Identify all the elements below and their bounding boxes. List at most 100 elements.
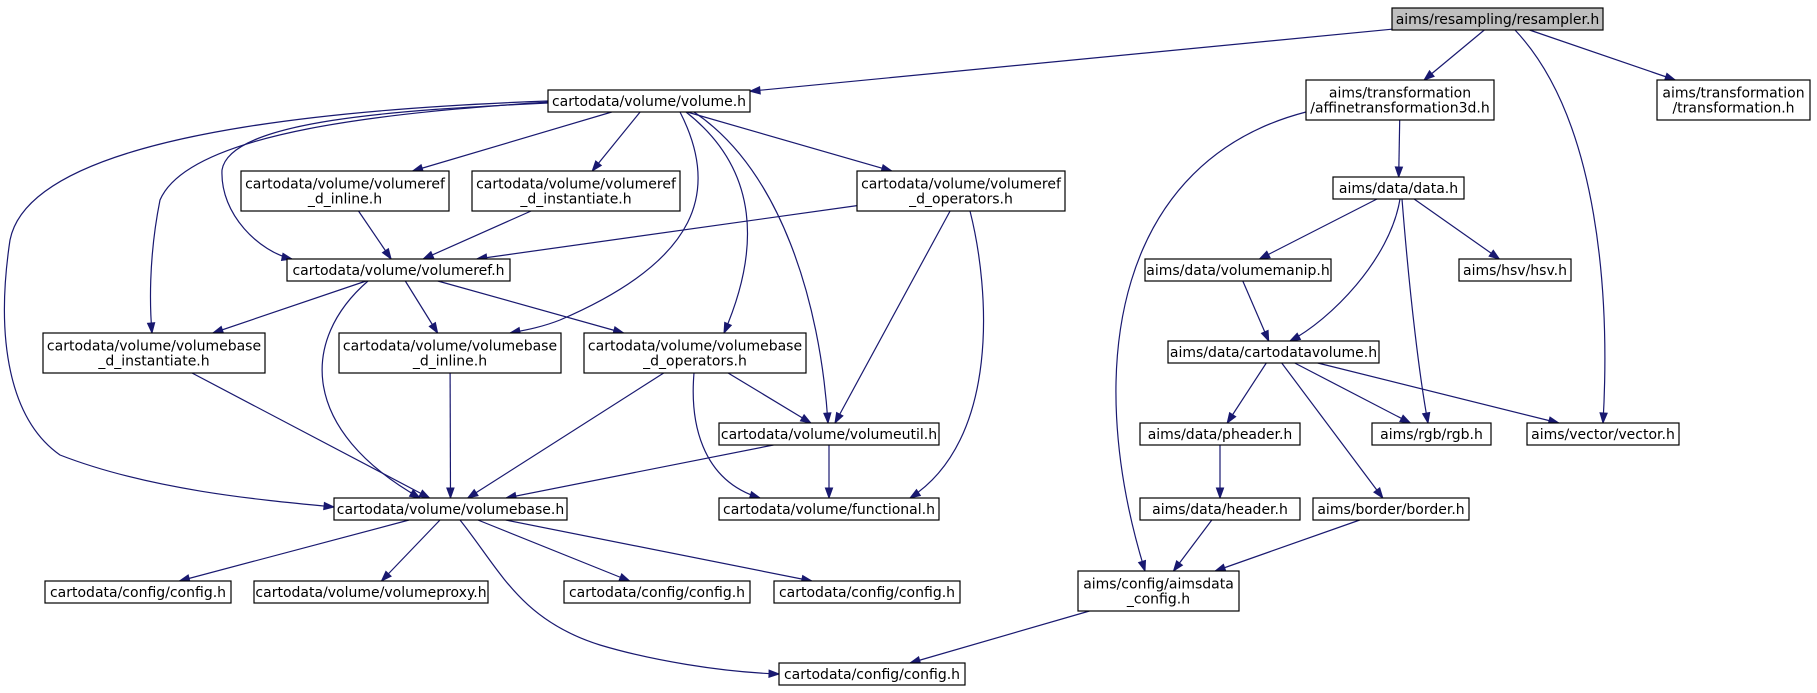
node-aimsdata-config[interactable]: aims/config/aimsdata_config.h [1077,570,1240,612]
edge-line [459,519,780,675]
edge-line [1289,198,1401,342]
arrowhead [418,489,431,499]
node-box [1458,258,1572,282]
node-volume[interactable]: cartodata/volume/volume.h [547,89,751,113]
node-label: aims/data/data.h [1339,181,1458,197]
edge-line [1401,198,1429,424]
node-label: aims/data/header.h [1152,502,1288,518]
node-label: cartodata/config/config.h [50,585,226,601]
arrowhead [1663,72,1677,81]
node-label: cartodata/volume/volumebase [588,339,802,355]
node-config2[interactable]: cartodata/config/config.h [563,580,751,604]
node-hsv[interactable]: aims/hsv/hsv.h [1458,258,1572,282]
node-cartodatavolume[interactable]: aims/data/cartodatavolume.h [1167,340,1380,364]
arrowhead [908,488,922,499]
node-label: _config.h [1126,592,1190,608]
node-label: aims/data/volumemanip.h [1146,263,1329,279]
node-vref-ops[interactable]: cartodata/volume/volumeref_d_operators.h [856,170,1066,212]
node-box [471,170,681,212]
node-functional[interactable]: cartodata/volume/functional.h [718,497,940,521]
edge-line [191,372,430,499]
edge-line [1242,280,1270,342]
edge-volume-to-vb_ops [685,111,749,335]
edge-line [1259,198,1378,260]
edge-resampler-to-volume [748,28,1393,95]
node-vref-inline[interactable]: cartodata/volume/volumeref_d_inline.h [240,170,450,212]
node-box [1371,422,1492,446]
node-label: _d_inline.h [307,192,382,208]
edge-data-to-rgb [1401,198,1431,425]
node-volumeproxy[interactable]: cartodata/volume/volumeproxy.h [253,580,489,604]
edge-volumebase-to-volumeproxy [380,519,441,583]
edge-line [749,28,1393,92]
arrowhead [1599,412,1608,425]
node-affine[interactable]: aims/transformation/affinetransformation… [1305,79,1495,121]
node-label: aims/hsv/hsv.h [1463,263,1567,279]
arrowhead [1215,487,1225,500]
node-box [563,580,751,604]
edge-line [3,100,549,508]
node-volumemanip[interactable]: aims/data/volumemanip.h [1144,258,1332,282]
node-config3[interactable]: cartodata/config/config.h [773,580,961,604]
node-label: cartodata/volume/volumeproxy.h [255,585,486,601]
node-vb-inline[interactable]: cartodata/volume/volumebase_d_inline.h [338,332,562,374]
node-label: _d_inline.h [412,354,487,370]
node-label: /affinetransformation3d.h [1310,101,1489,117]
node-data[interactable]: aims/data/data.h [1332,176,1465,200]
edge-line [1115,111,1307,572]
edge-resampler-to-transformation [1529,29,1677,81]
node-vb-inst[interactable]: cartodata/volume/volumebase_d_instantiat… [42,332,266,374]
node-vector[interactable]: aims/vector/vector.h [1526,422,1680,446]
edge-volume-to-volumeutil [693,111,832,425]
edge-volumeref-to-vb_ops [437,280,626,335]
arrowhead [446,487,455,500]
edge-line [505,444,774,499]
node-border[interactable]: aims/border/border.h [1312,497,1470,521]
edge-line [909,210,985,499]
edge-volumeutil-to-functional [824,445,834,500]
node-vb-ops[interactable]: cartodata/volume/volumebase_d_operators.… [583,332,807,374]
edge-border-to-aimsdata_config [1213,519,1360,572]
node-pheader[interactable]: aims/data/pheader.h [1139,422,1301,446]
nodes-layer: aims/resampling/resampler.h cartodata/vol… [42,7,1811,686]
node-config4[interactable]: cartodata/config/config.h [778,662,966,686]
edge-volumemanip-to-cartodatavolume [1242,280,1270,343]
arrowhead [323,501,336,511]
node-volumeutil[interactable]: cartodata/volume/volumeutil.h [718,422,940,446]
edge-line [727,372,812,424]
node-box [42,332,266,374]
node-box [1167,340,1380,364]
node-label: cartodata/config/config.h [779,585,955,601]
node-label: cartodata/volume/volume.h [552,94,746,110]
edge-vref_ops-to-functional [908,210,985,499]
node-volumebase[interactable]: cartodata/volume/volumebase.h [333,497,568,521]
node-label: cartodata/volume/volumeref.h [292,263,504,279]
node-box [333,497,568,521]
edge-line [1294,362,1411,424]
arrowhead [380,570,392,583]
edge-line [686,111,892,172]
edge-volumebase-to-config3 [505,519,814,584]
node-volumeref[interactable]: cartodata/volume/volumeref.h [286,258,511,282]
edge-line [1423,29,1485,81]
node-transformation[interactable]: aims/transformation/transformation.h [1656,79,1811,121]
node-rgb[interactable]: aims/rgb/rgb.h [1371,422,1492,446]
arrowhead [1394,166,1404,179]
arrowhead [748,85,761,95]
node-box [1305,79,1495,121]
node-box [44,580,232,604]
node-box [240,170,450,212]
node-resampler[interactable]: aims/resampling/resampler.h [1391,7,1604,31]
node-label: aims/transformation [1329,86,1471,102]
node-header[interactable]: aims/data/header.h [1139,497,1301,521]
edge-line [412,111,612,172]
node-label: cartodata/volume/volumebase [47,339,261,355]
node-label: aims/resampling/resampler.h [1396,12,1600,28]
node-config1[interactable]: cartodata/config/config.h [44,580,232,604]
edge-volumebase-to-config4 [459,519,781,678]
node-box [1077,570,1240,612]
node-vref-inst[interactable]: cartodata/volume/volumeref_d_instantiate… [471,170,681,212]
arrowhead [1226,411,1237,425]
node-box [286,258,511,282]
